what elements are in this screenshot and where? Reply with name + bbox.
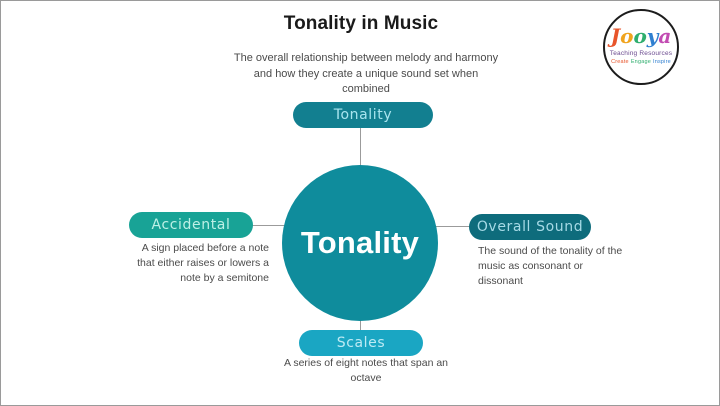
node-tonality-label: Tonality xyxy=(333,107,393,123)
node-accidental-description: A sign placed before a note that either … xyxy=(137,242,269,284)
node-accidental-label: Accidental xyxy=(151,217,231,233)
node-tonality[interactable]: Tonality xyxy=(293,102,433,128)
connector-bottom xyxy=(360,319,361,333)
connector-right xyxy=(433,226,473,227)
node-scales-description: A series of eight notes that span an oct… xyxy=(283,357,449,384)
logo-tagline-engage: Engage xyxy=(630,59,651,65)
node-accidental[interactable]: Accidental xyxy=(129,212,253,238)
logo-wordmark: Jooya xyxy=(610,24,672,48)
page-subtitle: The overall relationship between melody … xyxy=(233,52,499,95)
center-node-label: Tonality xyxy=(300,225,420,260)
connector-top xyxy=(360,128,361,168)
logo-tagline-inspire: Inspire xyxy=(652,59,671,65)
center-node-tonality[interactable]: Tonality xyxy=(282,165,438,321)
node-scales[interactable]: Scales xyxy=(299,330,423,356)
node-overall-sound-description: The sound of the tonality of the music a… xyxy=(478,245,623,287)
node-scales-label: Scales xyxy=(336,335,386,351)
logo-tagline: Teaching Resources xyxy=(609,50,673,57)
node-overall-sound[interactable]: Overall Sound xyxy=(469,214,591,240)
logo-tagline-create: Create xyxy=(611,59,629,65)
connector-left xyxy=(249,225,287,226)
page-title: Tonality in Music xyxy=(283,13,439,34)
node-overall-sound-label: Overall Sound xyxy=(476,219,584,235)
